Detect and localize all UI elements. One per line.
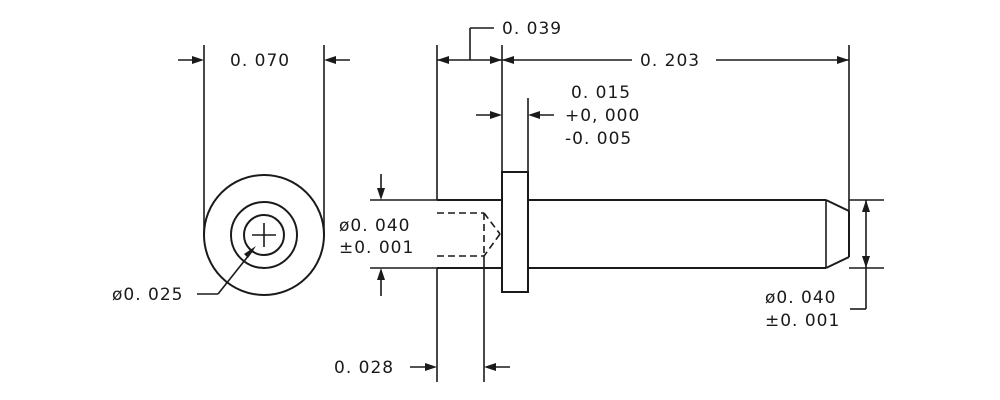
dim-bore-depth: 0. 028 — [334, 256, 510, 382]
chamfer — [825, 199, 850, 212]
arrowhead — [192, 56, 204, 64]
arrowhead — [490, 56, 502, 64]
arrowhead — [244, 246, 256, 258]
arrowhead — [837, 56, 849, 64]
dim-label-0-203: 0. 203 — [640, 51, 700, 71]
dim-left-pin-diameter: ø0. 040 ±0. 001 — [339, 174, 437, 296]
dim-tolerance-plus: +0, 000 — [565, 106, 640, 126]
dim-label-0-025: ø0. 025 — [112, 285, 183, 305]
arrowhead — [437, 56, 449, 64]
arrowhead — [324, 56, 336, 64]
dim-right-pin-diameter: ø0. 040 ±0. 001 — [765, 199, 884, 331]
dim-tolerance-minus: -0. 005 — [565, 129, 632, 149]
end-view-middle-circle — [230, 201, 298, 269]
dim-label-right-diameter: ø0. 040 — [765, 288, 836, 308]
arrowhead — [862, 256, 870, 268]
dim-label-left-tolerance: ±0. 001 — [339, 238, 414, 258]
end-view-inner-circle — [243, 214, 285, 256]
dim-flange-thickness: 0. 015 +0, 000 -0. 005 — [476, 83, 640, 172]
arrowhead — [528, 111, 540, 119]
arrowhead — [484, 363, 496, 371]
arrowhead — [502, 56, 514, 64]
arrowhead — [377, 268, 385, 280]
arrowhead — [490, 111, 502, 119]
dim-label-0-039: 0. 039 — [502, 19, 562, 39]
arrowhead — [862, 200, 870, 212]
dim-label-left-diameter: ø0. 040 — [339, 216, 410, 236]
chamfer — [825, 256, 850, 269]
arrowhead — [425, 363, 437, 371]
bore-hidden-cone — [483, 212, 501, 235]
dim-label-0-015: 0. 015 — [571, 83, 631, 103]
dim-end-view-diameter: 0. 070 — [178, 45, 350, 235]
dim-label-right-tolerance: ±0. 001 — [765, 311, 840, 331]
bore-hidden-cone — [483, 233, 501, 257]
end-view — [203, 174, 325, 296]
dim-hole-diameter: ø0. 025 — [112, 246, 256, 305]
side-view — [437, 171, 850, 293]
dim-label-0-028: 0. 028 — [334, 358, 394, 378]
flange — [501, 171, 529, 293]
dim-label-0-070: 0. 070 — [230, 51, 290, 71]
leader-line — [217, 249, 254, 295]
arrowhead — [377, 188, 385, 200]
dim-length: 0. 039 0. 203 — [436, 19, 850, 211]
